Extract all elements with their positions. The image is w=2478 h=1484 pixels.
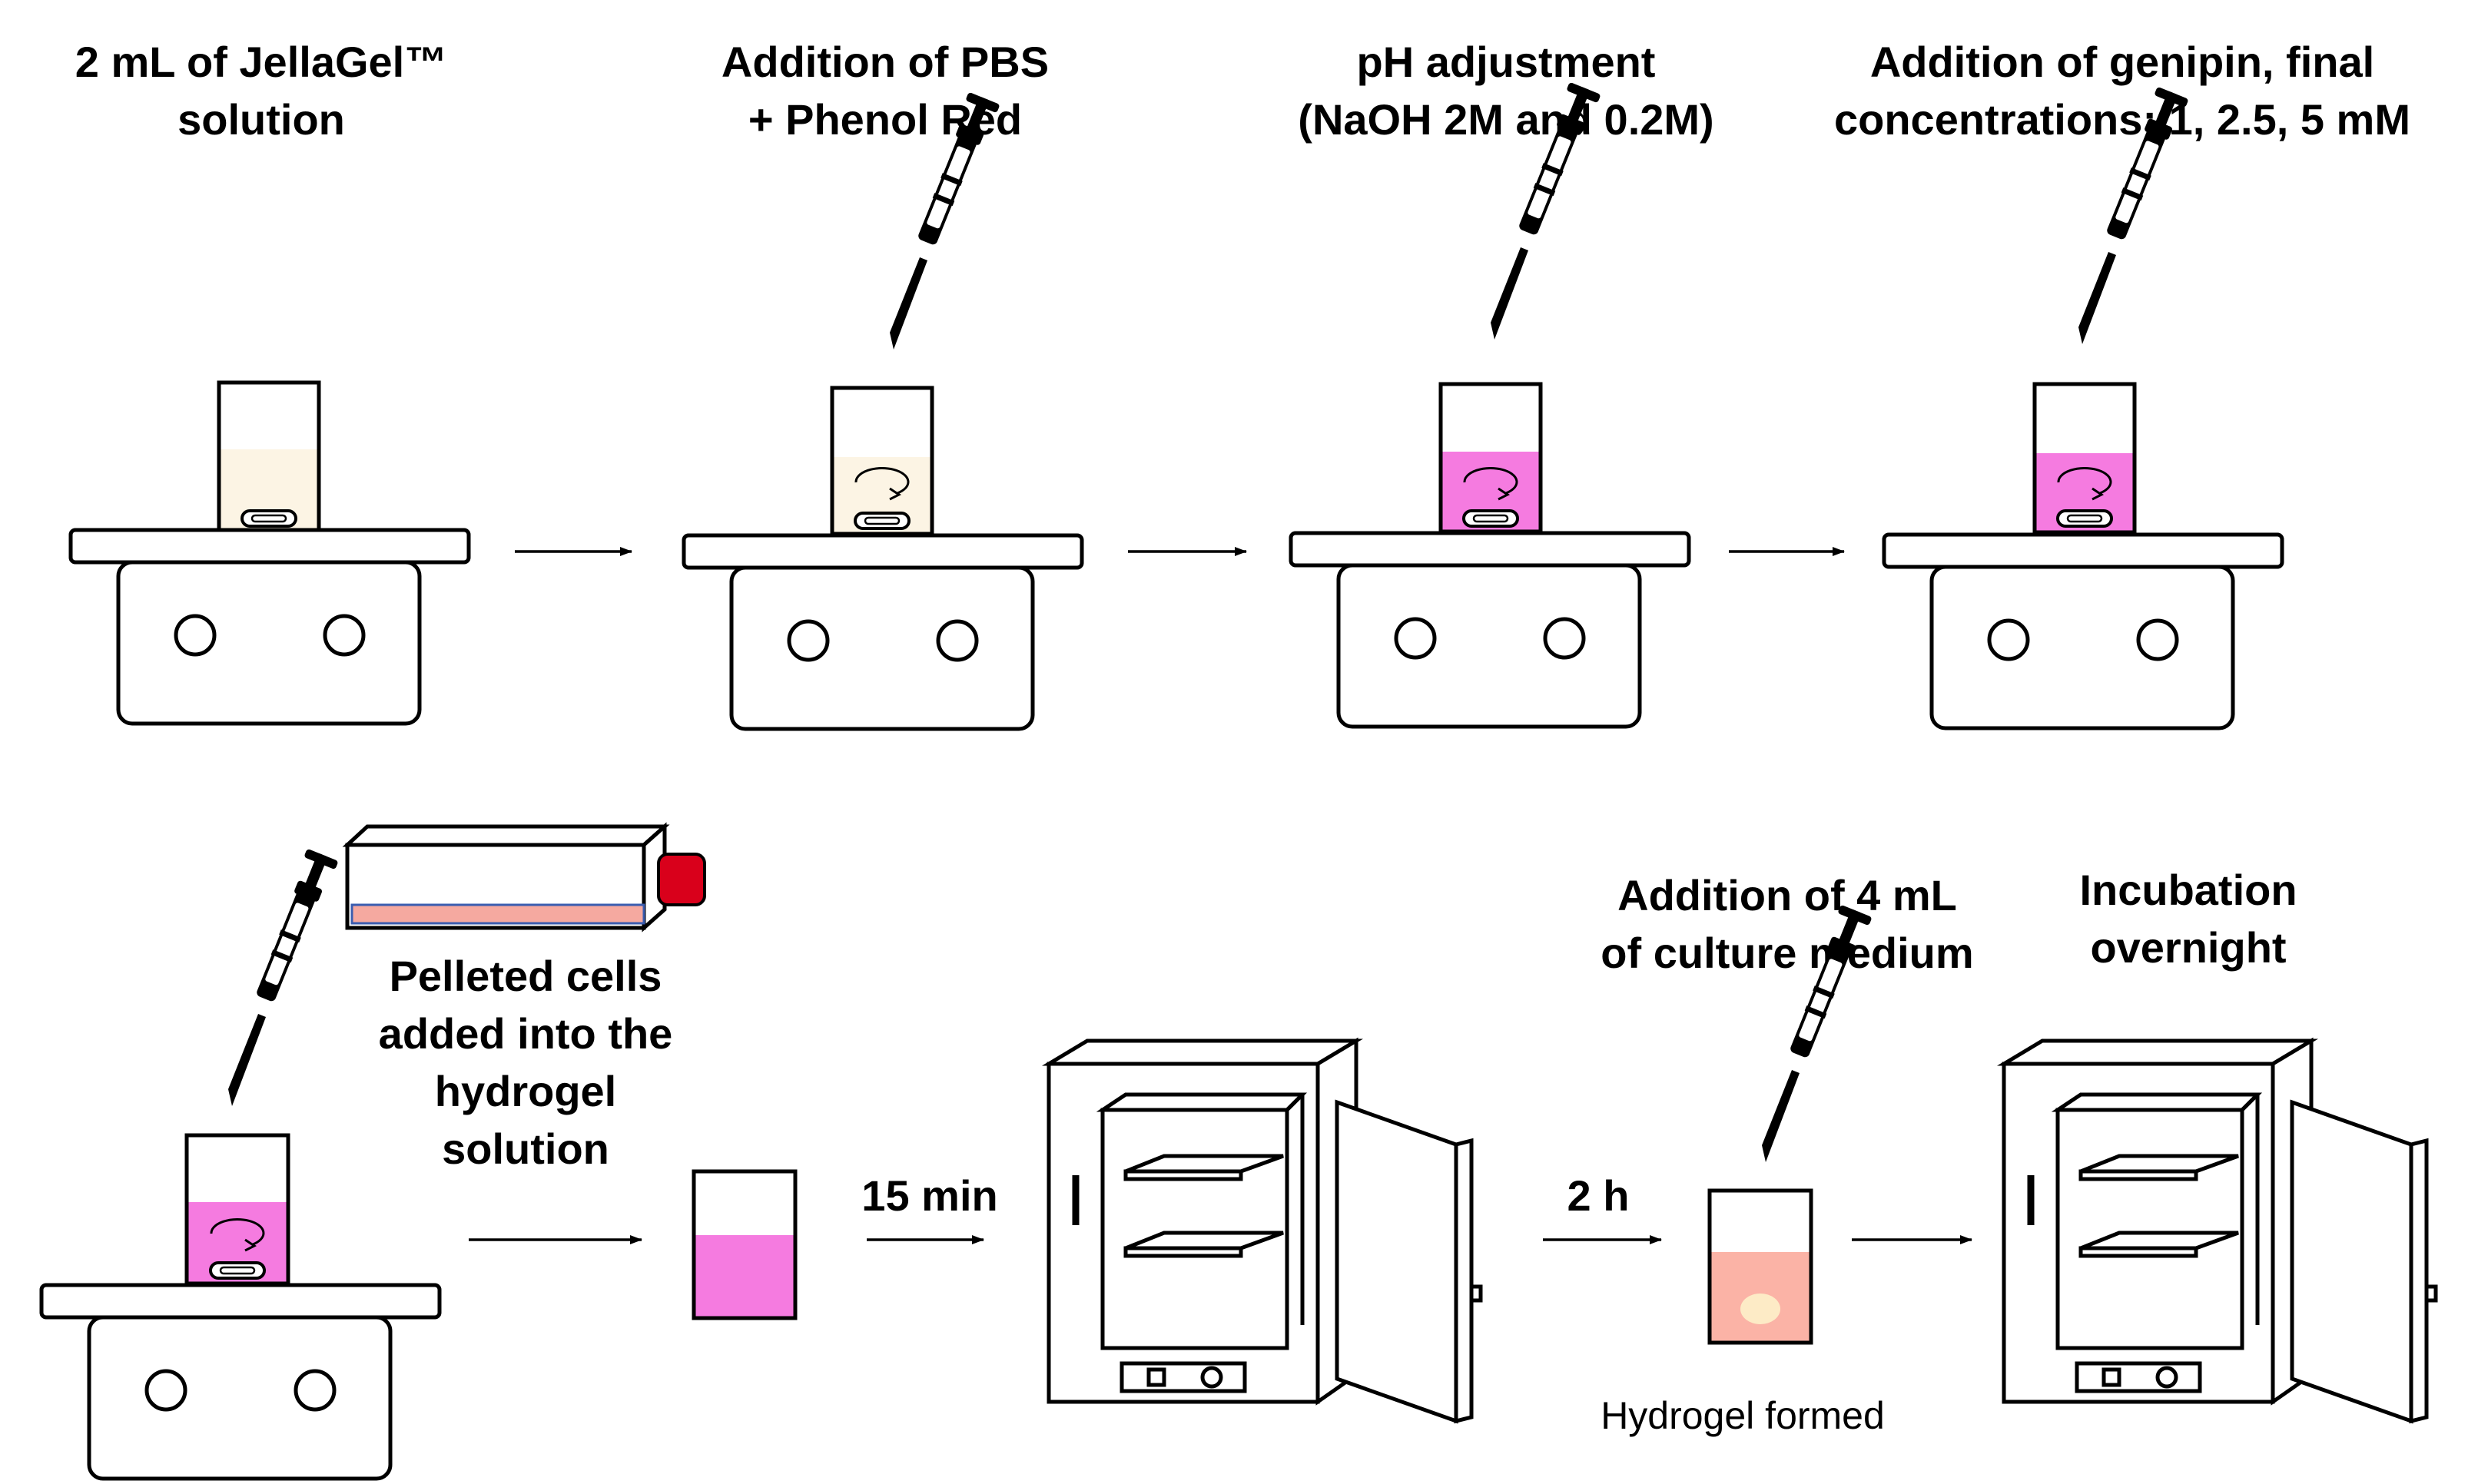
- cells-label-line-2: added into the: [379, 1009, 673, 1058]
- hydrogel-beaker: [1707, 905, 1873, 1345]
- culture-medium-label: Addition of 4 mL of culture medium: [1601, 871, 1973, 977]
- stir-bar-icon: [209, 1261, 266, 1280]
- cells-label-line-4: solution: [442, 1125, 609, 1173]
- step-1-stirrer: [71, 380, 469, 724]
- stirrer-plate-icon: [684, 535, 1082, 729]
- incubation-label: Incubation overnight: [2079, 866, 2297, 972]
- step-2-stirrer: [684, 92, 1082, 729]
- stirrer-plate-icon: [41, 1285, 440, 1479]
- step-1-title-line-2: solution: [177, 95, 345, 144]
- phenol-red-solution-fill: [694, 1235, 795, 1318]
- stir-bar-icon: [1462, 509, 1519, 528]
- pipette-icon: [228, 849, 339, 1106]
- cell-culture-flask-icon: [342, 822, 706, 932]
- cells-label-line-1: Pelleted cells: [390, 952, 662, 1000]
- flask-cap-icon: [657, 853, 706, 906]
- step-4-stirrer: [1884, 87, 2282, 728]
- hydrogel-pellet: [1740, 1294, 1780, 1324]
- stirrer-plate-icon: [71, 530, 469, 724]
- beaker-icon: [1707, 1188, 1813, 1345]
- stir-bar-icon: [2056, 509, 2113, 528]
- step-1-title-line-1: 2 mL of JellaGel™: [75, 38, 447, 86]
- step-4-title: Addition of genipin, final concentration…: [1834, 38, 2410, 144]
- medium-label-line-2: of culture medium: [1601, 929, 1973, 977]
- mixed-solution-beaker: [692, 1169, 798, 1320]
- beaker-icon: [2032, 382, 2137, 535]
- incubation-label-line-1: Incubation: [2079, 866, 2297, 914]
- step-3-title: pH adjustment (NaOH 2M and 0.2M): [1298, 38, 1713, 144]
- beaker-icon: [692, 1169, 798, 1320]
- incubator-icon: [2004, 1041, 2436, 1421]
- step-3-title-line-1: pH adjustment: [1357, 38, 1656, 86]
- hydrogel-formed-label: Hydrogel formed: [1601, 1394, 1885, 1437]
- flask-medium-fill: [350, 903, 645, 925]
- stirrer-plate-icon: [1884, 535, 2282, 728]
- stir-bar-icon: [241, 509, 297, 528]
- step-5-stirrer: [41, 849, 440, 1479]
- cells-label-line-3: hydrogel: [435, 1067, 616, 1115]
- medium-label-line-1: Addition of 4 mL: [1617, 871, 1957, 919]
- step-4-title-line-1: Addition of genipin, final: [1870, 38, 2374, 86]
- time-label-2-h: 2 h: [1567, 1171, 1630, 1220]
- step-3-title-line-2: (NaOH 2M and 0.2M): [1298, 95, 1713, 144]
- incubation-label-line-2: overnight: [2090, 923, 2286, 972]
- step-1-title: 2 mL of JellaGel™ solution: [75, 38, 447, 144]
- step-2-title-line-1: Addition of PBS: [722, 38, 1049, 86]
- incubator-icon: [1049, 1041, 1481, 1421]
- stir-bar-icon: [854, 512, 911, 530]
- step-3-stirrer: [1291, 82, 1689, 727]
- stirrer-plate-icon: [1291, 533, 1689, 727]
- step-2-title: Addition of PBS + Phenol Red: [722, 38, 1049, 144]
- cells-added-label: Pelleted cells added into the hydrogel s…: [379, 952, 673, 1173]
- step-4-title-line-2: concentrations: 1, 2.5, 5 mM: [1834, 95, 2410, 144]
- time-label-15-min: 15 min: [861, 1171, 997, 1220]
